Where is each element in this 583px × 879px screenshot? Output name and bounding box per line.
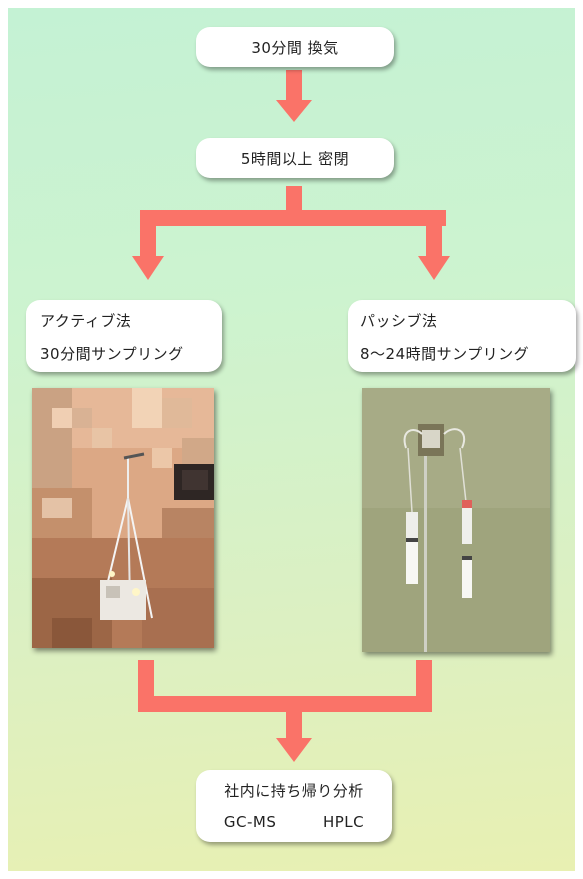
active-method-title: アクティブ法 xyxy=(40,312,132,330)
passive-method-box: パッシブ法 8～24時間サンプリング xyxy=(348,300,576,372)
step-seal-label: 5時間以上 密閉 xyxy=(240,149,350,168)
active-method-box: アクティブ法 30分間サンプリング xyxy=(26,300,222,372)
arrow-head-bottom xyxy=(276,738,312,762)
step-ventilate: 30分間 換気 xyxy=(196,27,394,67)
split-stem xyxy=(286,186,302,216)
split-right-drop xyxy=(426,216,442,256)
arrow-head-left xyxy=(132,256,164,280)
analysis-methods: GC-MS HPLC xyxy=(196,813,392,831)
split-left-drop xyxy=(140,216,156,256)
passive-method-subtitle: 8～24時間サンプリング xyxy=(360,345,530,363)
passive-method-title: パッシブ法 xyxy=(360,312,438,330)
active-sampling-photo xyxy=(32,388,214,648)
arrow-head-right xyxy=(418,256,450,280)
step-seal: 5時間以上 密閉 xyxy=(196,138,394,178)
merge-bar xyxy=(138,696,432,712)
analysis-box: 社内に持ち帰り分析 GC-MS HPLC xyxy=(196,770,392,842)
step-ventilate-label: 30分間 換気 xyxy=(251,38,339,57)
analysis-method-hplc: HPLC xyxy=(322,813,365,831)
split-bar xyxy=(140,210,446,226)
passive-sampling-photo xyxy=(362,388,550,652)
analysis-method-gcms: GC-MS xyxy=(223,813,277,831)
merge-stem xyxy=(286,700,302,740)
arrow-shaft-1 xyxy=(286,70,302,100)
analysis-title: 社内に持ち帰り分析 xyxy=(224,782,364,800)
arrow-head-1 xyxy=(276,100,312,122)
active-method-subtitle: 30分間サンプリング xyxy=(40,345,184,363)
